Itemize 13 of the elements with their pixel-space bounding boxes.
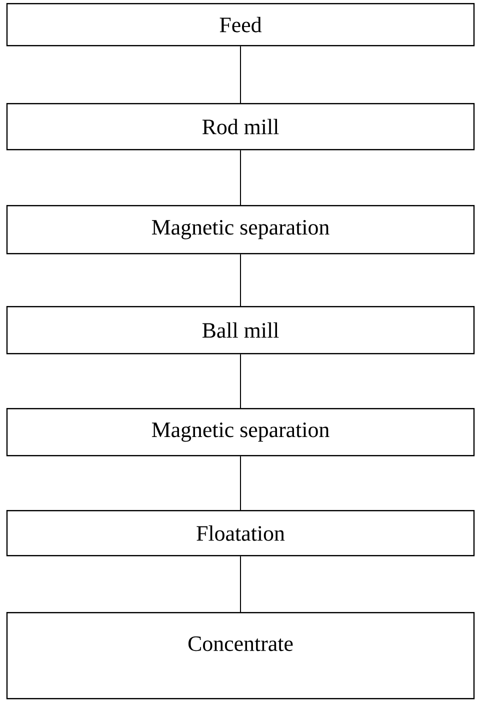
connector-line [240, 254, 241, 306]
connector-line [240, 354, 241, 408]
process-box: Ball mill [6, 306, 475, 354]
process-box: Rod mill [6, 103, 475, 150]
process-box: Feed [6, 3, 475, 46]
connector-line [240, 456, 241, 510]
process-box: Magnetic separation [6, 205, 475, 254]
process-box: Magnetic separation [6, 408, 475, 456]
connector-line [240, 150, 241, 206]
connector-line [240, 46, 241, 104]
connector-line [240, 556, 241, 612]
process-box: Floatation [6, 510, 475, 556]
process-box: Concentrate [6, 612, 475, 700]
